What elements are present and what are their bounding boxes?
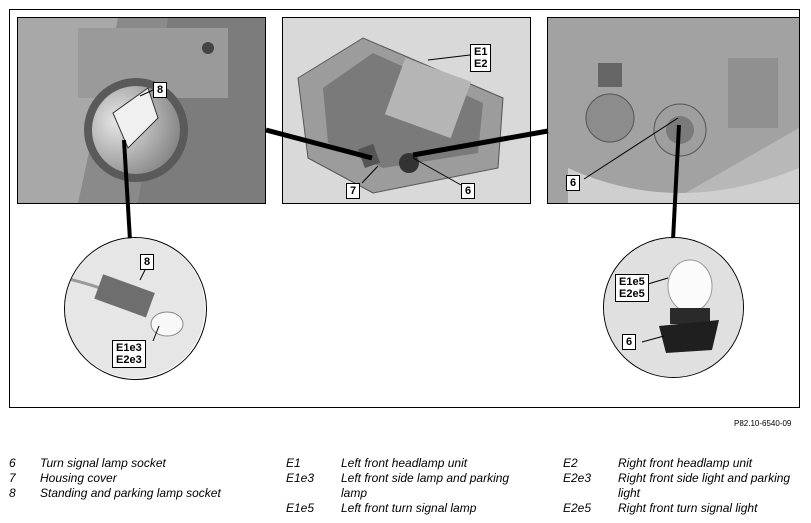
legend-desc: Right front side light and parking light	[618, 471, 791, 500]
connector-zoom-left	[122, 139, 132, 241]
legend-code: E2	[563, 456, 578, 470]
leader-e1e2	[427, 54, 471, 61]
callout-6-photo2: 6	[461, 183, 476, 199]
legend-desc: Left front turn signal lamp	[341, 501, 477, 515]
photo-headlamp-rear-left	[17, 17, 266, 204]
callout-8-photo1: 8	[153, 82, 168, 98]
leader-6-photo3	[583, 117, 679, 180]
leader-6-photo2	[412, 157, 462, 186]
photo-headlamp-rear-left-graphic	[18, 18, 265, 203]
figure-frame	[9, 9, 800, 408]
callout-7: 7	[346, 183, 361, 199]
legend-desc: Left front headlamp unit	[341, 456, 468, 470]
callout-6-zoom: 6	[622, 334, 637, 350]
callout-e1e5-e2e5: E1e5 E2e5	[615, 274, 649, 302]
legend-desc: Turn signal lamp socket	[40, 456, 166, 470]
callout-e1e3-e2e3: E1e3 E2e3	[112, 340, 146, 368]
photo-headlamp-rear-right	[547, 17, 800, 204]
legend-col3: E2 Right front headlamp unit E2e3 Right …	[563, 456, 808, 516]
legend-code: E1e3	[286, 471, 315, 485]
legend-code: 7	[9, 471, 16, 485]
photo-headlamp-rear-right-graphic	[548, 18, 799, 203]
legend-code: 8	[9, 486, 16, 500]
callout-6-photo3: 6	[566, 175, 581, 191]
connector-zoom-right	[671, 124, 681, 241]
legend-code: E1e5	[286, 501, 315, 515]
figure-reference: P82.10-6540-09	[734, 419, 792, 428]
leader-7	[361, 165, 379, 184]
legend-desc: Right front headlamp unit	[618, 456, 753, 470]
legend-code: E2e3	[563, 471, 592, 485]
callout-8-zoom: 8	[140, 254, 155, 270]
leader-8-photo1	[139, 89, 154, 97]
zoom-circle-left	[64, 237, 207, 380]
legend-code: 6	[9, 456, 16, 470]
zoom-circle-right	[603, 237, 744, 378]
connector-left	[265, 127, 373, 161]
legend-code: E1	[286, 456, 301, 470]
legend-col1: 6 Turn signal lamp socket 7 Housing cove…	[9, 456, 269, 516]
zoom-circle-right-graphic	[604, 238, 743, 377]
legend-desc: Right front turn signal light	[618, 501, 758, 515]
legend-desc: Housing cover	[40, 471, 117, 485]
callout-e1-e2: E1 E2	[470, 44, 492, 72]
connector-right	[412, 128, 549, 158]
legend-code: E2e5	[563, 501, 592, 515]
legend-desc: Standing and parking lamp socket	[40, 486, 221, 500]
legend-desc: Left front side lamp and parking lamp	[341, 471, 510, 500]
zoom-circle-left-graphic	[65, 238, 205, 378]
legend-col2: E1 Left front headlamp unit E1e3 Left fr…	[286, 456, 546, 516]
